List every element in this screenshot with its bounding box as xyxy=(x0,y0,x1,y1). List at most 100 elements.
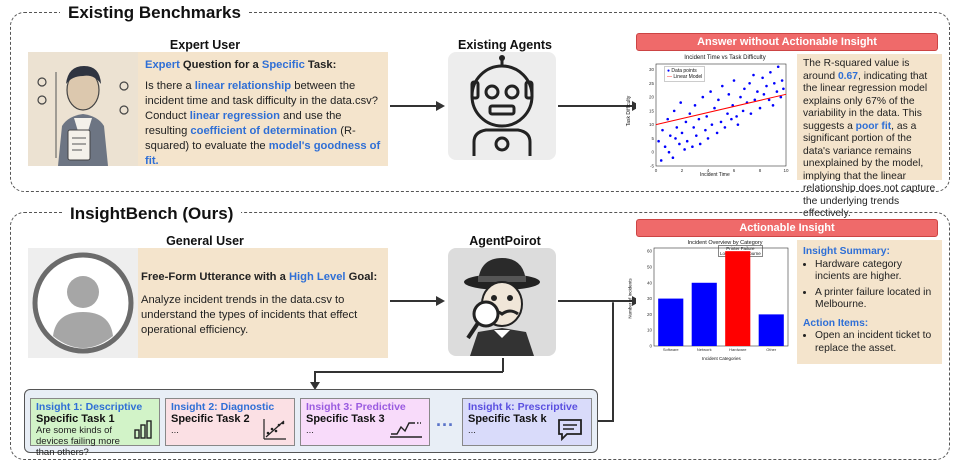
scatter-point xyxy=(769,70,772,74)
bar-ytick-label: 40 xyxy=(647,280,653,285)
action-items-heading: Action Items: xyxy=(803,317,869,329)
scatter-point xyxy=(743,87,746,91)
goodness-of-fit-term: model's goodness of fit. xyxy=(145,140,381,167)
bar-ytick-label: 10 xyxy=(647,328,653,333)
scatter-xtick-label: 6 xyxy=(733,168,736,173)
scatter-ytick-label: 0 xyxy=(651,150,654,155)
bar-ylabel: Number of Incidents xyxy=(627,278,633,319)
bar-category-label: Network xyxy=(697,347,712,352)
regression-line xyxy=(655,93,787,126)
linear-regression-term: linear regression xyxy=(189,110,280,122)
detective-agent-icon xyxy=(448,248,556,356)
scatter-point xyxy=(736,123,740,126)
scatter-point xyxy=(748,81,751,85)
expert-question-text: Expert Question for a Specific Task: Is … xyxy=(145,58,381,169)
insight-card-task: Specific Task 1 xyxy=(36,413,115,425)
coefficient-term: coefficient of determination xyxy=(190,125,338,137)
scatter-point xyxy=(758,106,762,110)
cards-ellipsis: ... xyxy=(436,410,455,430)
bar-network xyxy=(691,282,717,346)
bar-ytick-label: 20 xyxy=(647,312,653,317)
bar-axes-frame xyxy=(653,247,789,347)
scatter-point xyxy=(741,109,745,113)
insight-summary-panel: Insight Summary: Hardware category incie… xyxy=(797,240,942,364)
insight-summary-item: Hardware category incients are higher. xyxy=(815,259,936,284)
scatter-point xyxy=(779,95,783,99)
scatter-axes-frame xyxy=(655,63,787,167)
scatter-point xyxy=(739,95,742,99)
bar-ytick-label: 0 xyxy=(649,344,652,349)
scatter-point xyxy=(693,104,697,107)
bar-software xyxy=(658,298,684,346)
question-part-7: (R-squared) to evaluate the xyxy=(145,125,356,152)
scatter-title: Incident Time vs Task Difficulty xyxy=(684,55,766,61)
scatter-ytick-label: 5 xyxy=(651,136,654,141)
poor-fit-term: poor fit xyxy=(855,120,892,132)
scatter-point xyxy=(692,126,695,129)
scatter-point xyxy=(727,93,731,96)
scatter-ytick-label: -5 xyxy=(650,164,654,169)
arrow-expert-to-agent xyxy=(390,105,437,107)
scatter-point xyxy=(701,95,705,99)
scatter-point xyxy=(730,117,733,121)
insight-card-diagnostic: Insight 2: Diagnostic Specific Task 2 ..… xyxy=(165,398,295,446)
scatter-point xyxy=(684,120,688,124)
scatter-point xyxy=(683,148,686,151)
arrow-poirot-to-cards-horizontal xyxy=(314,371,503,373)
bar-title: Incident Overview by Category xyxy=(687,240,763,246)
scatter-point xyxy=(767,98,771,102)
legend-line-label: Linear Model xyxy=(673,74,703,80)
scatter-point xyxy=(761,76,764,80)
insight-card-predictive: Insight 3: Predictive Specific Task 3 ..… xyxy=(300,398,430,446)
insight-card-title: Insight 3: Predictive xyxy=(306,401,406,413)
insight-card-descriptive: Insight 1: Descriptive Specific Task 1 A… xyxy=(30,398,160,458)
scatter-point xyxy=(674,137,677,140)
scatter-point xyxy=(735,115,738,118)
linear-relationship-term: linear relationship xyxy=(194,80,292,92)
arrow-agent-to-answer xyxy=(558,105,633,107)
insight-card-title: Insight 1: Descriptive xyxy=(36,401,143,413)
answer-part-3: , indicating that the linear regression … xyxy=(803,70,928,132)
utterance-prefix: Free-Form Utterance with a xyxy=(141,271,289,283)
insight-card-body: ... xyxy=(171,425,179,436)
scatter-point xyxy=(705,115,708,118)
scatter-point xyxy=(697,117,701,121)
scatter-point xyxy=(671,156,675,160)
scatter-point xyxy=(713,106,716,110)
scatter-xtick-label: 2 xyxy=(681,168,684,173)
question-part-5: and use the resulting xyxy=(145,110,342,137)
arrow-user-to-poirot xyxy=(390,300,437,302)
scatter-xtick-label: 8 xyxy=(759,168,762,173)
scatter-xlabel: Incident Time xyxy=(700,172,730,178)
scatter-point xyxy=(679,101,682,104)
legend-line-marker: — xyxy=(667,74,672,80)
insightbench-title: InsightBench (Ours) xyxy=(62,204,242,224)
scatter-point xyxy=(669,134,672,137)
scatter-point xyxy=(723,126,727,129)
specific-word: Specific xyxy=(261,59,305,71)
scatter-point xyxy=(776,65,780,69)
scatter-point xyxy=(672,109,676,113)
actionable-insight-ribbon: Actionable Insight xyxy=(636,219,938,237)
existing-benchmarks-title: Existing Benchmarks xyxy=(60,3,249,23)
cards-to-insight-connector xyxy=(598,420,614,422)
scatter-point xyxy=(710,123,714,126)
bar-category-label: Other xyxy=(766,347,777,352)
task-word: Task: xyxy=(304,59,337,71)
scatter-point xyxy=(773,81,776,85)
scatter-xtick-label: 0 xyxy=(655,168,658,173)
arrow-poirot-to-cards xyxy=(502,358,504,372)
scatter-xtick-label: 10 xyxy=(783,168,789,173)
bar-xlabel: Incident Categories xyxy=(702,356,741,361)
arrow-expert-to-agent-head xyxy=(436,101,445,111)
answer-part-5: , as a significant portion of the data's… xyxy=(803,120,936,220)
utterance-body: Analyze incident trends in the data.csv … xyxy=(141,294,358,336)
insight-card-body: ... xyxy=(306,425,314,436)
scatter-trend-icon xyxy=(263,419,286,440)
scatter-ytick-label: 25 xyxy=(649,81,655,86)
scatter-point xyxy=(782,87,785,91)
action-items-list: Open an incident ticket to replace the a… xyxy=(803,330,936,355)
insight-summary-item: A printer failure located in Melbourne. xyxy=(815,287,936,312)
scatter-point xyxy=(680,131,684,135)
